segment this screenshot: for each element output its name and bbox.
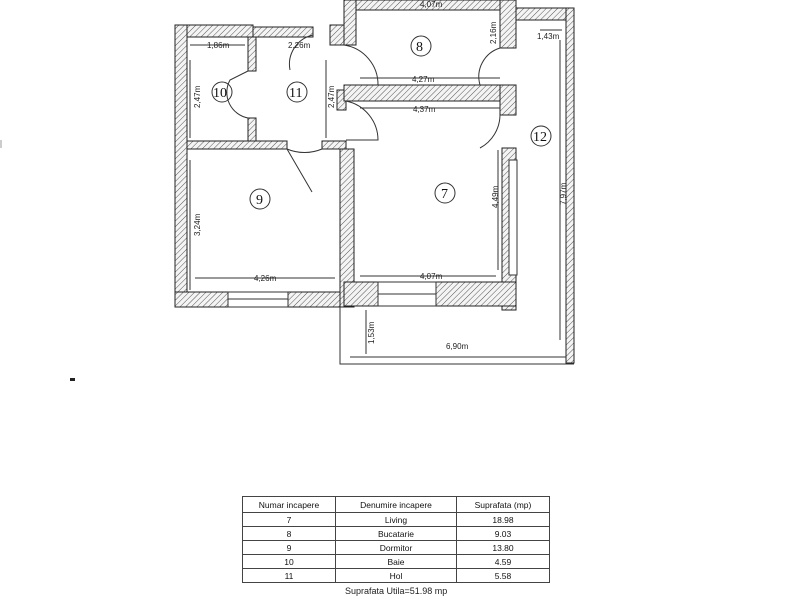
table-row: 11 Hol 5.58 — [242, 568, 550, 583]
dim-room9-width: 4,26m — [254, 274, 277, 283]
dim-corridor-top: 4,27m — [412, 75, 435, 84]
wall-left-outer — [174, 24, 188, 308]
cell-area: 18.98 — [456, 512, 550, 527]
wall-8-left — [343, 0, 357, 46]
dim-balcony-depth: 1,53m — [367, 321, 376, 344]
dim-corridor-bottom: 4,37m — [413, 105, 436, 114]
window-12 — [508, 159, 518, 276]
dim-balcony-width: 6,90m — [446, 342, 469, 351]
total-area-label: Suprafata Utila=51.98 mp — [345, 586, 448, 596]
dim-room11-height: 2,47m — [327, 85, 336, 108]
cell-number: 8 — [242, 526, 336, 541]
door-11-entry-icon — [288, 34, 314, 71]
cell-number: 11 — [242, 568, 336, 583]
cell-name: Baie — [335, 554, 457, 569]
dim-room10-width: 1,86m — [207, 41, 230, 50]
cell-area: 13.80 — [456, 540, 550, 555]
dim-room11-width: 2,26m — [288, 41, 311, 50]
dim-room7-height: 4,49m — [491, 185, 500, 208]
dim-room10-height: 2,47m — [193, 85, 202, 108]
header-area: Suprafata (mp) — [456, 496, 550, 513]
cell-area: 9.03 — [456, 526, 550, 541]
door-7-icon — [345, 100, 379, 141]
table-row: 10 Baie 4.59 — [242, 554, 550, 569]
wall-10-11-divider-low — [247, 117, 257, 144]
balcony-outline — [339, 307, 574, 365]
door-12-lower-icon — [479, 114, 501, 149]
dim-room12-height: 7,97m — [559, 182, 568, 205]
door-12-upper-icon — [478, 47, 501, 86]
table-row: 8 Bucatarie 9.03 — [242, 526, 550, 541]
wall-12-right — [565, 7, 575, 364]
wall-9-top-right — [321, 140, 347, 150]
wall-8-right-low — [499, 84, 517, 116]
cell-name: Living — [335, 512, 457, 527]
wall-8-right — [499, 0, 517, 49]
wall-12-top — [515, 7, 573, 21]
cell-area: 5.58 — [456, 568, 550, 583]
wall-10-11-divider — [247, 36, 257, 72]
cell-name: Dormitor — [335, 540, 457, 555]
cell-number: 10 — [242, 554, 336, 569]
dim-room12-top: 1,43m — [537, 32, 560, 41]
room-number-10: 10 — [213, 86, 227, 101]
wall-11-top — [252, 26, 314, 38]
cell-area: 4.59 — [456, 554, 550, 569]
wall-center-spine — [339, 148, 355, 308]
stray-mark — [70, 378, 75, 381]
dim-room8-height: 2,16m — [489, 21, 498, 44]
room-number-12: 12 — [533, 130, 547, 145]
header-room-name: Denumire incapere — [335, 496, 457, 513]
dim-room7-width: 4,07m — [420, 272, 443, 281]
dim-room9-height: 3,24m — [193, 213, 202, 236]
door-9-icon — [286, 148, 323, 193]
room-number-8: 8 — [416, 40, 423, 55]
table-row: 9 Dormitor 13.80 — [242, 540, 550, 555]
cell-name: Hol — [335, 568, 457, 583]
wall-11-8-divider — [329, 24, 345, 46]
table-row: 7 Living 18.98 — [242, 512, 550, 527]
room-number-9: 9 — [256, 193, 263, 208]
door-8-icon — [343, 44, 379, 86]
wall-corridor-strip — [343, 84, 511, 102]
room-number-7: 7 — [441, 187, 448, 202]
cell-number: 9 — [242, 540, 336, 555]
room-number-11: 11 — [289, 86, 302, 101]
door-10-icon — [226, 70, 249, 119]
cell-name: Bucatarie — [335, 526, 457, 541]
cell-number: 7 — [242, 512, 336, 527]
scan-edge-mark — [0, 140, 2, 148]
dim-room8-width: 4,07m — [420, 0, 443, 9]
header-room-number: Numar incapere — [242, 496, 336, 513]
room-legend-table: Numar incapere Denumire incapere Suprafa… — [242, 496, 550, 583]
table-header-row: Numar incapere Denumire incapere Suprafa… — [242, 496, 550, 513]
wall-10-bottom — [186, 140, 288, 150]
